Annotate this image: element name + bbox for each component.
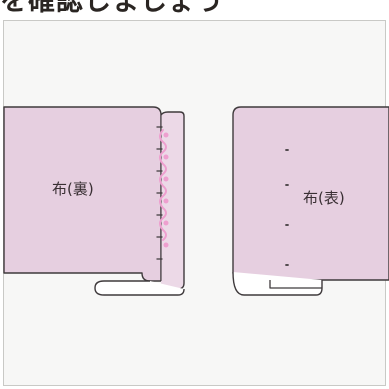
fabric-wrong-side-figure: 布(裏) <box>3 106 185 296</box>
bottom-fold <box>94 280 185 296</box>
fabric-right-side-label: 布(表) <box>303 189 345 207</box>
fabric-right-side-figure: 布(表) <box>232 106 389 296</box>
right-bottom-fold <box>232 271 323 296</box>
stitch-ticks <box>156 126 163 260</box>
right-hem-step <box>269 280 322 289</box>
fabric-wrong-side-label: 布(裏) <box>52 180 94 198</box>
instruction-heading: を確認しましょう <box>0 0 224 17</box>
blind-hem-stitch <box>159 129 167 241</box>
fabric-wrong-side-body <box>3 106 162 282</box>
visible-stitch-marks <box>285 149 289 266</box>
stitch-dots <box>163 132 169 248</box>
